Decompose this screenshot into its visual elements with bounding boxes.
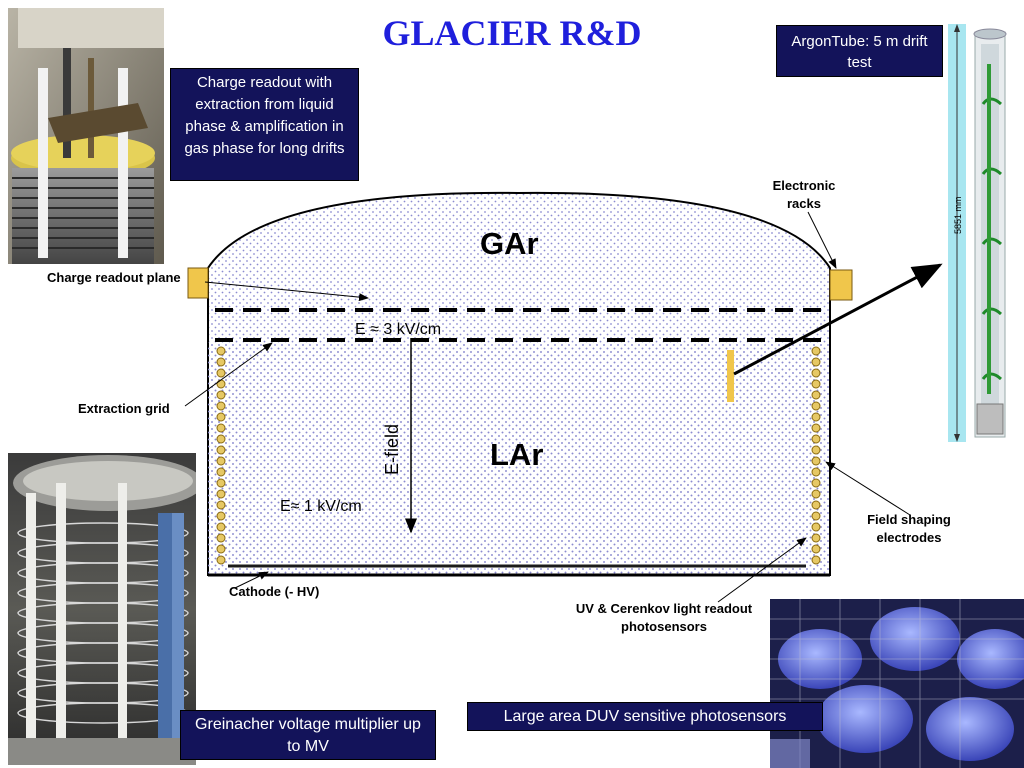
leader-charge-readout (204, 281, 369, 302)
field-shaping-electrodes-right (811, 346, 821, 565)
field-shaping-label: Field shaping electrodes (867, 512, 951, 545)
leader-argontube (733, 263, 943, 376)
greinacher-box: Greinacher voltage multiplier up to MV (180, 710, 436, 760)
extraction-grid-label: Extraction grid (78, 401, 170, 416)
rack-left (187, 267, 209, 299)
argontube-drawing: 5851 mm (945, 24, 1017, 444)
leader-electronic-racks (807, 211, 837, 269)
cathode-label: Cathode (- HV) (229, 584, 320, 599)
charge-readout-photo (8, 8, 164, 264)
leader-cathode (234, 571, 269, 589)
field-shaping-electrodes-left (216, 346, 226, 565)
argontube-box-text: ArgonTube: 5 m drift test (791, 33, 928, 71)
leader-extraction-grid (184, 342, 273, 407)
duv-box: Large area DUV sensitive photosensors (467, 702, 823, 731)
field-low-label: E≈ 1 kV/cm (280, 498, 362, 515)
uv-cerenkov-label: UV & Cerenkov light readout photosensors (575, 601, 753, 634)
greinacher-photo (8, 453, 196, 765)
gas-label: GAr (480, 226, 539, 261)
argontube-marker (727, 350, 734, 402)
rack-right (829, 269, 853, 301)
tube-length-label: 5851 mm (953, 196, 963, 234)
greinacher-box-text: Greinacher voltage multiplier up to MV (195, 716, 421, 755)
page-title: GLACIER R&D (382, 13, 642, 53)
charge-readout-box-text: Charge readout with extraction from liqu… (184, 74, 345, 157)
efield-label: E-field (382, 424, 402, 475)
leader-uv-cerenkov (717, 537, 807, 603)
liquid-label: LAr (490, 437, 543, 472)
charge-readout-plane-label: Charge readout plane (47, 270, 181, 285)
duv-box-text: Large area DUV sensitive photosensors (503, 708, 787, 725)
duv-photosensor-photo (770, 599, 1024, 768)
charge-readout-box: Charge readout with extraction from liqu… (170, 68, 359, 181)
leader-field-shaping (825, 461, 911, 516)
field-high-label: E ≈ 3 kV/cm (355, 321, 441, 338)
electronic-racks-label: Electronic racks (772, 178, 836, 211)
argontube-box: ArgonTube: 5 m drift test (776, 25, 943, 77)
